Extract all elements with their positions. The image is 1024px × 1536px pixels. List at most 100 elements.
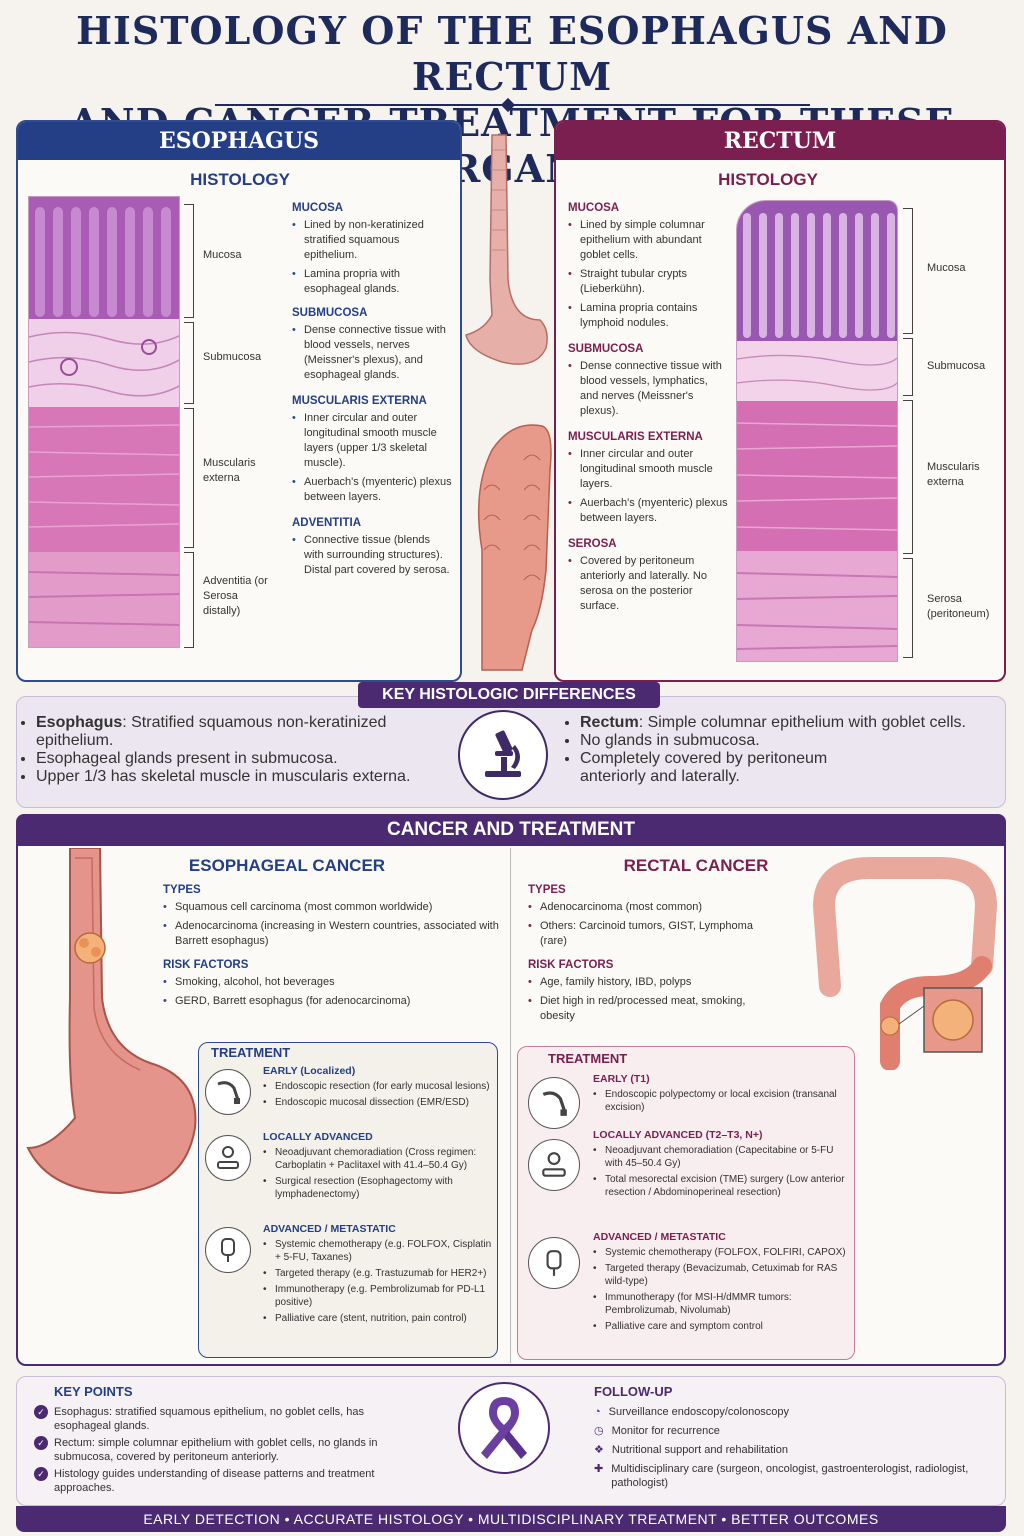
difference-item: Esophagus: Stratified squamous non-kerat… — [36, 714, 456, 750]
rectal-stage-advanced: ADVANCED / METASTATIC Systemic chemother… — [593, 1231, 848, 1336]
endoscope-icon — [528, 1077, 580, 1129]
treatment-item: Endoscopic polypectomy or local excision… — [593, 1088, 848, 1114]
treatment-item: Surgical resection (Esophagectomy with l… — [263, 1175, 493, 1201]
section-item: Lined by simple columnar epithelium with… — [568, 218, 728, 263]
section-title: SUBMUCOSA — [568, 343, 644, 355]
section-title: MUSCULARIS EXTERNA — [292, 395, 427, 407]
rectal-stage-locally-advanced: LOCALLY ADVANCED (T2–T3, N+) Neoadjuvant… — [593, 1129, 848, 1202]
esophageal-treatment-box: TREATMENT EARLY (Localized) Endoscopic r… — [198, 1042, 498, 1358]
section-item: Straight tubular crypts (Lieberkühn). — [568, 267, 728, 297]
risk-item: Age, family history, IBD, polyps — [528, 975, 778, 990]
section-item: Dense connective tissue with blood vesse… — [292, 323, 452, 383]
radiation-icon — [528, 1139, 580, 1191]
treatment-item: Endoscopic mucosal dissection (EMR/ESD) — [263, 1096, 493, 1109]
check-icon: ✓ — [34, 1436, 48, 1450]
type-item: Adenocarcinoma (increasing in Western co… — [163, 919, 503, 949]
treatment-item: Neoadjuvant chemoradiation (Capecitabine… — [593, 1144, 848, 1170]
key-differences-title: KEY HISTOLOGIC DIFFERENCES — [358, 682, 660, 708]
esophagus-brace-muscularis — [184, 408, 194, 548]
esophagus-label-muscularis: Muscularis externa — [203, 457, 256, 484]
rectum-brace-submucosa — [903, 338, 913, 396]
esophageal-cancer-illustration — [20, 847, 205, 1200]
rectum-label-mucosa: Mucosa — [927, 262, 966, 274]
esophagus-brace-mucosa — [184, 204, 194, 318]
iv-bag-icon — [528, 1237, 580, 1289]
section-item: Auerbach's (myenteric) plexus between la… — [292, 475, 452, 505]
follow-up-item: ❖Nutritional support and rehabilitation — [594, 1444, 788, 1456]
iv-bag-icon — [205, 1227, 251, 1273]
esophageal-stage-advanced: ADVANCED / METASTATIC Systemic chemother… — [263, 1223, 493, 1328]
difference-item: No glands in submucosa. — [580, 732, 990, 750]
esophageal-stage-locally-advanced: LOCALLY ADVANCED Neoadjuvant chemoradiat… — [263, 1131, 493, 1204]
esophagus-section-muscularis: MUSCULARIS EXTERNA Inner circular and ou… — [292, 395, 452, 505]
type-item: Others: Carcinoid tumors, GIST, Lymphoma… — [528, 919, 778, 949]
section-title: MUCOSA — [568, 202, 620, 214]
section-item: Lamina propria contains lymphoid nodules… — [568, 301, 728, 331]
radiation-icon — [205, 1135, 251, 1181]
key-points-title: KEY POINTS — [54, 1384, 133, 1399]
types-title: TYPES — [528, 884, 566, 896]
difference-item: Upper 1/3 has skeletal muscle in muscula… — [36, 768, 456, 786]
risk-item: Smoking, alcohol, hot beverages — [163, 975, 503, 990]
esophagus-brace-submucosa — [184, 322, 194, 404]
organ-illustration — [462, 130, 554, 675]
section-item: Lamina propria with esophageal glands. — [292, 267, 452, 297]
difference-item: Rectum: Simple columnar epithelium with … — [580, 714, 990, 732]
rectum-sections: MUCOSA Lined by simple columnar epitheli… — [568, 202, 728, 618]
risk-title: RISK FACTORS — [163, 959, 249, 971]
esophageal-treatment-title: TREATMENT — [211, 1045, 291, 1060]
esophagus-section-adventitia: ADVENTITIA Connective tissue (blends wit… — [292, 517, 452, 578]
esophagus-sections: MUCOSA Lined by non-keratinized stratifi… — [292, 202, 452, 582]
treatment-item: Palliative care and symptom control — [593, 1320, 848, 1333]
rectal-treatment-title: TREATMENT — [548, 1051, 628, 1066]
rectum-label-submucosa: Submucosa — [927, 360, 986, 372]
esophagus-header: ESOPHAGUS — [18, 122, 460, 160]
key-points: KEY POINTS ✓Esophagus: stratified squamo… — [34, 1384, 414, 1498]
section-title: ADVENTITIA — [292, 517, 361, 529]
difference-item: Completely covered by peritoneum anterio… — [580, 750, 870, 786]
colon-illustration — [810, 856, 1000, 1071]
esophageal-cancer-info: TYPES Squamous cell carcinoma (most comm… — [163, 884, 503, 1013]
esophageal-cancer-title: ESOPHAGEAL CANCER — [188, 856, 386, 875]
key-point-item: ✓Esophagus: stratified squamous epitheli… — [34, 1405, 414, 1433]
rectal-cancer-info: TYPES Adenocarcinoma (most common) Other… — [528, 884, 778, 1028]
rectum-label-muscularis: Muscularis externa — [927, 461, 980, 488]
key-point-item: ✓Rectum: simple columnar epithelium with… — [34, 1436, 414, 1464]
clock-icon: ◷ — [594, 1425, 604, 1437]
treatment-item: Systemic chemotherapy (e.g. FOLFOX, Cisp… — [263, 1238, 493, 1264]
section-item: Auerbach's (myenteric) plexus between la… — [568, 496, 728, 526]
esophagus-label-adventitia: Adventitia (or Serosa distally) — [203, 575, 268, 617]
treatment-item: Immunotherapy (for MSI-H/dMMR tumors: Pe… — [593, 1291, 848, 1317]
check-icon: ✓ — [34, 1467, 48, 1481]
follow-up-item: ◷Monitor for recurrence — [594, 1425, 720, 1437]
rectum-brace-muscularis — [903, 400, 913, 554]
esophagus-brace-adventitia — [184, 552, 194, 648]
key-point-item: ✓Histology guides understanding of disea… — [34, 1467, 414, 1495]
esophagus-label-submucosa: Submucosa — [203, 351, 262, 363]
support-icon: ❖ — [594, 1444, 604, 1456]
section-title: SUBMUCOSA — [292, 307, 368, 319]
treatment-item: Palliative care (stent, nutrition, pain … — [263, 1312, 493, 1325]
rectal-treatment-box: TREATMENT EARLY (T1) Endoscopic polypect… — [517, 1046, 855, 1360]
treatment-item: Targeted therapy (Bevacizumab, Cetuximab… — [593, 1262, 848, 1288]
follow-up: FOLLOW-UP ◔Surveillance endoscopy/colono… — [594, 1384, 999, 1495]
esophagus-histology-title: HISTOLOGY — [190, 170, 290, 189]
esophageal-stage-early: EARLY (Localized) Endoscopic resection (… — [263, 1065, 493, 1112]
follow-up-title: FOLLOW-UP — [594, 1384, 673, 1399]
microscope-icon — [458, 710, 548, 800]
esophagus-label-mucosa: Mucosa — [203, 249, 242, 261]
rectum-section-submucosa: SUBMUCOSA Dense connective tissue with b… — [568, 343, 728, 419]
types-title: TYPES — [163, 884, 201, 896]
section-item: Inner circular and outer longitudinal sm… — [568, 447, 728, 492]
team-icon: ✚ — [594, 1463, 604, 1475]
key-differences-right: Rectum: Simple columnar epithelium with … — [580, 714, 990, 786]
cancer-title: CANCER AND TREATMENT — [16, 814, 1006, 846]
esophagus-section-submucosa: SUBMUCOSA Dense connective tissue with b… — [292, 307, 452, 383]
rectum-brace-serosa — [903, 558, 913, 658]
rectum-section-muscularis: MUSCULARIS EXTERNA Inner circular and ou… — [568, 431, 728, 526]
person-icon: ◔ — [594, 1406, 601, 1418]
section-title: MUSCULARIS EXTERNA — [568, 431, 703, 443]
rectum-histology-title: HISTOLOGY — [718, 170, 818, 189]
treatment-item: Neoadjuvant chemoradiation (Cross regime… — [263, 1146, 493, 1172]
esophagus-tissue-image — [28, 196, 180, 648]
